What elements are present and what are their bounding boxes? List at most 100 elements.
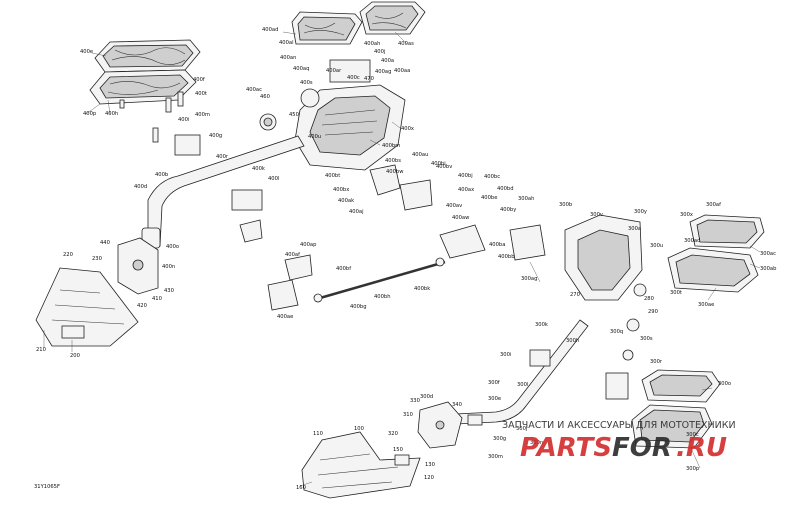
callout: 300ah [518, 196, 534, 202]
callout: 400bg [350, 304, 367, 310]
callout: 300i [500, 352, 511, 358]
callout: 300b [559, 202, 573, 208]
callout: 300n [530, 440, 543, 446]
right-upper-footrest-plate [359, 1, 426, 35]
callout: 400bs [385, 158, 401, 164]
callout: 410 [152, 296, 162, 302]
callout: 400ap [300, 242, 317, 248]
callout: 270 [570, 292, 580, 298]
callout: 300v [590, 212, 603, 218]
callout: 300k [535, 322, 548, 328]
callout: 400bm [382, 143, 400, 149]
callout: 300r [650, 359, 663, 365]
right-middle-footrest [667, 247, 759, 293]
callout: 400bw [386, 169, 404, 175]
callout: 300d [420, 394, 433, 400]
callout: 430 [164, 288, 174, 294]
callout: 300s [640, 336, 653, 342]
leader-lines [43, 31, 761, 487]
callout: 300ac [760, 251, 776, 257]
callout: 100 [354, 426, 364, 432]
callout: 150 [393, 447, 403, 453]
callout: 220 [63, 252, 73, 258]
callout: 400e [80, 49, 93, 55]
right-frame-tube [455, 319, 629, 425]
watermark-tagline: ЗАПЧАСТИ И АКСЕССУАРЫ ДЛЯ МОТОТЕХНИКИ [502, 420, 736, 431]
left-upper-footrest-plate [94, 39, 201, 73]
left-frame-tube [141, 134, 305, 249]
callout: 400bx [333, 187, 349, 193]
callout: 400ac [246, 87, 262, 93]
callout: 300ab [760, 266, 777, 272]
callout: 300j [516, 426, 527, 432]
callout: 300l [517, 382, 528, 388]
callout: 400x [401, 126, 414, 132]
callout: 400aq [293, 66, 309, 72]
callout: 300m [488, 454, 503, 460]
lower-center-bracket [417, 401, 483, 449]
callout: 400au [412, 152, 428, 158]
watermark-brand-parts: PARTS [520, 433, 612, 463]
callout: 200 [70, 353, 80, 359]
callout: 330 [410, 398, 420, 404]
callout: 400bh [374, 294, 390, 300]
callout: 420 [137, 303, 147, 309]
callout: 300c [686, 432, 699, 438]
callout: 280 [644, 296, 654, 302]
callout: 400bv [436, 164, 452, 170]
callout: 300g [493, 436, 506, 442]
callout: 400r [216, 154, 229, 160]
watermark-brand-ru: .RU [676, 433, 727, 463]
left-side-bracket [117, 237, 159, 295]
callout: 130 [425, 462, 435, 468]
right-upper-footrest-small [689, 214, 765, 249]
callout: 400bc [484, 174, 500, 180]
callout: 400s [300, 80, 313, 86]
callout: 400o [166, 244, 179, 250]
callout: 400bi [431, 161, 446, 167]
callout: 400aa [394, 68, 410, 74]
callout: 400f [193, 77, 205, 83]
callout: 300ae [698, 302, 714, 308]
callout: 300ad [684, 238, 700, 244]
callout: 400bj [458, 173, 473, 179]
callout: 110 [313, 431, 323, 437]
callout: 300y [634, 209, 647, 215]
callout: 400bt [325, 173, 340, 179]
callout: 400bf [336, 266, 351, 272]
center-main-bracket [259, 59, 406, 171]
callout: 300p [686, 466, 700, 472]
callout: 400b [155, 172, 169, 178]
left-footrest-bolts [119, 91, 184, 143]
figure-code: 31Y1065F [34, 484, 60, 490]
callout: 160 [296, 485, 306, 491]
callout: 340 [452, 402, 462, 408]
callout: 300o [718, 381, 731, 387]
callout: 400aj [349, 209, 364, 215]
callout: 300h [566, 338, 579, 344]
middle-upper-footrest-plate [291, 11, 363, 45]
callout: 400ae [277, 314, 293, 320]
callout: 300ag [521, 276, 537, 282]
callout: 400as [398, 41, 414, 47]
callout: 400a [381, 58, 394, 64]
callout: 120 [424, 475, 434, 481]
watermark-brand-for: FOR [612, 433, 672, 463]
callout: 400c [347, 75, 360, 81]
callout: 300t [670, 290, 682, 296]
callout: 290 [648, 309, 658, 315]
callout-labels: 400ad 400al 400an 400ah 400as 400aq 400j… [36, 27, 777, 491]
callout: 300e [488, 396, 501, 402]
callout: 440 [100, 240, 110, 246]
callout: 400k [252, 166, 265, 172]
callout: 400ad [262, 27, 278, 33]
callout: 400by [500, 207, 516, 213]
callout: 400ba [489, 242, 505, 248]
callout: 400p [83, 111, 97, 117]
callout: 300x [680, 212, 693, 218]
callout: 300u [650, 243, 663, 249]
callout: 400j [374, 49, 385, 55]
callout: 450 [289, 112, 299, 118]
